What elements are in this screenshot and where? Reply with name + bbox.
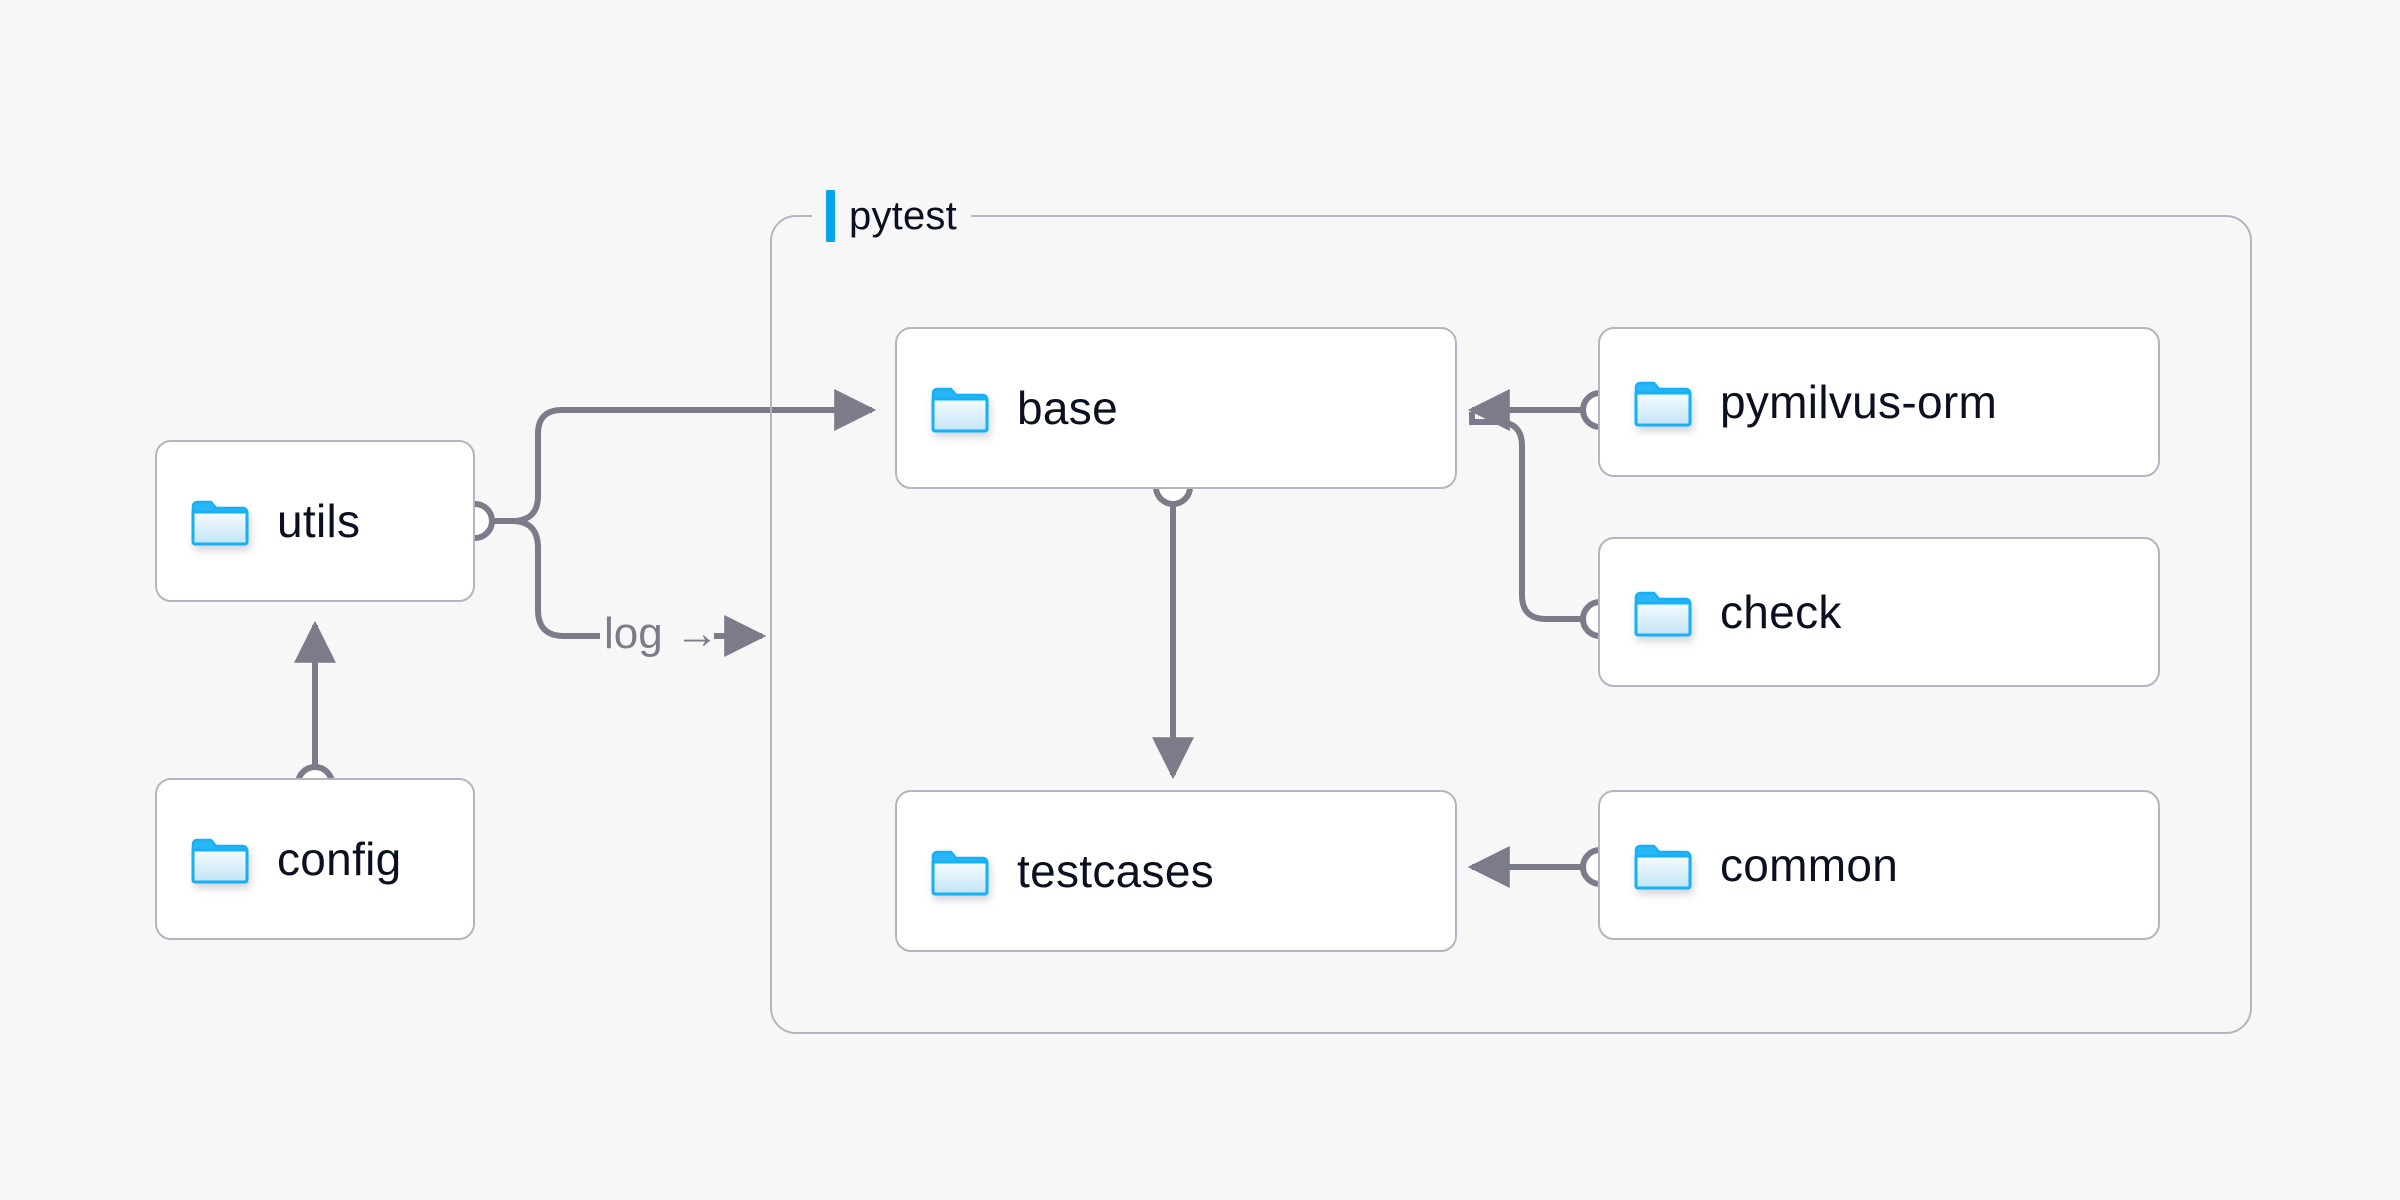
node-utils[interactable]: utils: [155, 440, 475, 602]
folder-icon: [931, 846, 989, 896]
node-common[interactable]: common: [1598, 790, 2160, 940]
folder-icon: [1634, 377, 1692, 427]
node-label: testcases: [1017, 845, 1215, 897]
group-title-text: pytest: [849, 193, 957, 238]
edge-utils-log: [492, 518, 600, 639]
folder-icon: [1634, 587, 1692, 637]
node-pymilvus-orm[interactable]: pymilvus-orm: [1598, 327, 2160, 477]
node-label: utils: [277, 495, 361, 547]
node-label: config: [277, 833, 402, 885]
node-label: check: [1720, 586, 1842, 638]
group-accent-bar: [826, 190, 835, 242]
node-label: base: [1017, 382, 1118, 434]
folder-icon: [191, 496, 249, 546]
folder-icon: [191, 834, 249, 884]
node-config[interactable]: config: [155, 778, 475, 940]
group-pytest-label: pytest: [812, 188, 971, 244]
node-label: pymilvus-orm: [1720, 376, 1998, 428]
edge-label-log: log →: [604, 609, 719, 658]
node-testcases[interactable]: testcases: [895, 790, 1457, 952]
group-pytest[interactable]: [770, 215, 2252, 1034]
node-base[interactable]: base: [895, 327, 1457, 489]
node-check[interactable]: check: [1598, 537, 2160, 687]
node-label: common: [1720, 839, 1899, 891]
folder-icon: [1634, 840, 1692, 890]
folder-icon: [931, 383, 989, 433]
